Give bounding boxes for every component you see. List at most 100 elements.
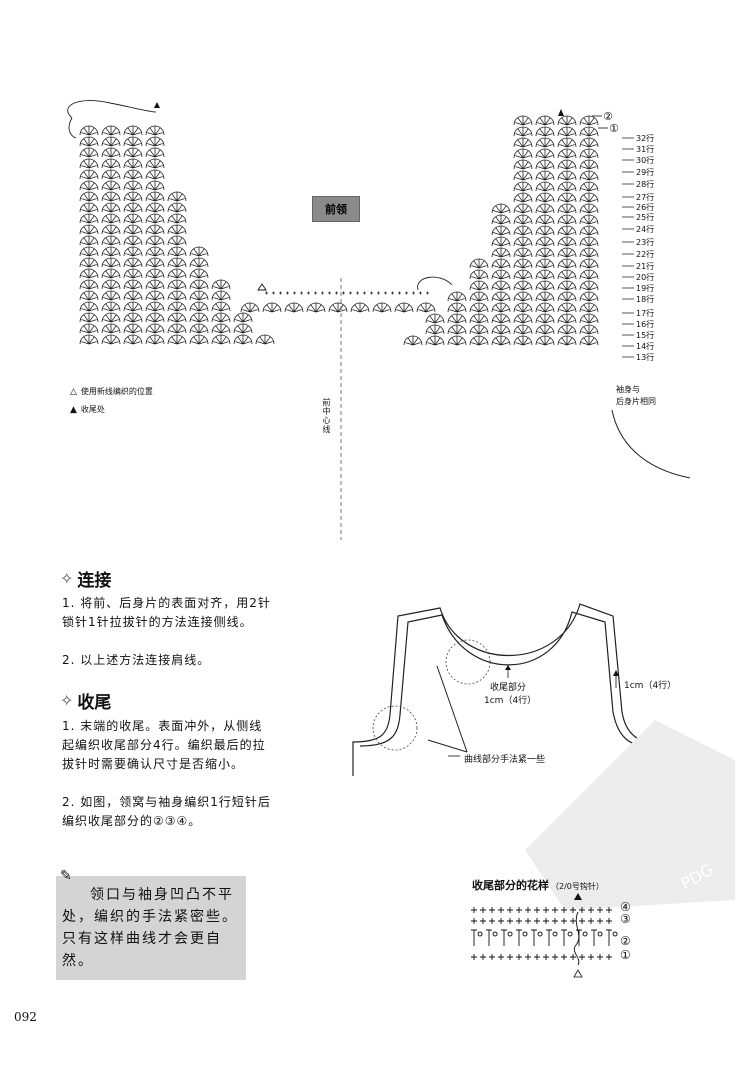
new-yarn-triangle: [257, 283, 267, 291]
shell-stitch: [469, 291, 489, 302]
yarn-icon: ✧: [60, 691, 74, 710]
shell-stitch: [145, 290, 165, 301]
shell-stitch: [145, 246, 165, 257]
shell-stitch: [513, 269, 533, 280]
shell-stitch: [535, 247, 555, 258]
center-fold-line: [436, 665, 468, 753]
shell-stitch: [145, 224, 165, 235]
shell-stitch: [79, 334, 99, 345]
section-heading-finish-text: 收尾: [77, 693, 112, 713]
shell-stitch: [557, 269, 577, 280]
shell-stitch: [394, 302, 414, 313]
shell-stitch: [123, 312, 143, 323]
shell-stitch: [372, 302, 392, 313]
shell-stitch: [535, 181, 555, 192]
shell-stitch: [491, 236, 511, 247]
shell-stitch: [535, 280, 555, 291]
shell-stitch: [101, 323, 121, 334]
shell-stitch: [579, 159, 599, 170]
shell-stitch: [79, 268, 99, 279]
shell-stitch: [579, 225, 599, 236]
shell-stitch: [579, 126, 599, 137]
shell-stitch: [535, 159, 555, 170]
shell-stitch: [469, 313, 489, 324]
curve-label: 曲线部分手法紧一些: [464, 755, 546, 765]
shell-stitch: [233, 334, 253, 345]
shell-stitch: [101, 224, 121, 235]
shell-stitch: [123, 213, 143, 224]
shell-stitch: [123, 279, 143, 290]
shell-stitch: [167, 202, 187, 213]
shell-stitch: [491, 269, 511, 280]
center-line-label: 前中心线: [322, 398, 331, 434]
shell-stitch: [145, 180, 165, 191]
shell-stitch: [535, 214, 555, 225]
shell-stitch: [145, 323, 165, 334]
row-label: 19行: [636, 284, 655, 293]
shell-stitch: [189, 268, 209, 279]
right-yarn-loop: [417, 276, 453, 291]
section-heading-connect: ✧ 连接: [60, 566, 111, 591]
row-label: 28行: [636, 180, 655, 189]
shell-stitch: [469, 269, 489, 280]
row-label: 31行: [636, 145, 655, 154]
connect-step-1: 1. 将前、后身片的表面对齐，用2针锁针1针拉拔针的方法连接侧线。: [62, 596, 271, 629]
pattern-title: 收尾部分的花样 （2/0号钩针）: [472, 877, 604, 893]
shell-stitch: [211, 323, 231, 334]
shell-stitch: [491, 335, 511, 346]
finish-triangle-left: [154, 102, 160, 108]
row-label: 20行: [636, 273, 655, 282]
shell-stitch: [306, 302, 326, 313]
row-label: 25行: [636, 213, 655, 222]
shell-stitch: [535, 225, 555, 236]
shell-stitch: [447, 302, 467, 313]
shell-stitch: [123, 323, 143, 334]
shell-stitch: [145, 169, 165, 180]
shell-stitch: [79, 235, 99, 246]
row-label: 24行: [636, 225, 655, 234]
tip-text: 领口与袖身凹凸不平处，编织的手法紧密些。只有这样曲线才会更自然。: [62, 887, 238, 969]
shell-stitch: [79, 136, 99, 147]
shell-stitch: [535, 324, 555, 335]
shell-stitch: [535, 148, 555, 159]
legend-new-yarn: △ 使用新线编织的位置: [70, 386, 153, 397]
shell-stitch: [579, 203, 599, 214]
shell-stitch: [79, 224, 99, 235]
shell-stitch: [579, 214, 599, 225]
shell-stitch: [233, 323, 253, 334]
shell-stitch: [557, 335, 577, 346]
tip-box: ✎ 领口与袖身凹凸不平处，编织的手法紧密些。只有这样曲线才会更自然。: [56, 868, 246, 980]
shell-stitch: [79, 202, 99, 213]
shell-stitch: [469, 335, 489, 346]
shell-stitch: [145, 191, 165, 202]
shell-stitch: [535, 203, 555, 214]
legend-finish: ▲ 收尾处: [70, 404, 105, 415]
shell-stitch: [167, 257, 187, 268]
row-label: 29行: [636, 168, 655, 177]
shell-stitch: [579, 170, 599, 181]
diagram-title: 前领: [312, 196, 360, 222]
shell-stitch: [79, 257, 99, 268]
pattern-row-4: [471, 954, 612, 960]
shell-stitch: [123, 224, 143, 235]
shell-stitch: [557, 313, 577, 324]
sleeve-note: 袖身与 后身片相同: [616, 385, 656, 406]
shell-stitch: [123, 290, 143, 301]
shell-stitch: [145, 334, 165, 345]
row-label: 14行: [636, 342, 655, 351]
pattern-row-mark: ②: [620, 934, 631, 948]
shell-stitch: [189, 279, 209, 290]
shell-stitch: [79, 290, 99, 301]
shell-stitch: [167, 312, 187, 323]
shell-stitch: [557, 137, 577, 148]
shell-stitch: [211, 334, 231, 345]
shell-stitch: [491, 247, 511, 258]
shell-stitch: [145, 125, 165, 136]
shell-stitch: [167, 224, 187, 235]
shell-stitch: [101, 257, 121, 268]
shell-stitch: [535, 258, 555, 269]
shell-stitch: [101, 334, 121, 345]
shell-stitch: [491, 225, 511, 236]
shell-stitch: [513, 170, 533, 181]
shell-stitch: [469, 258, 489, 269]
